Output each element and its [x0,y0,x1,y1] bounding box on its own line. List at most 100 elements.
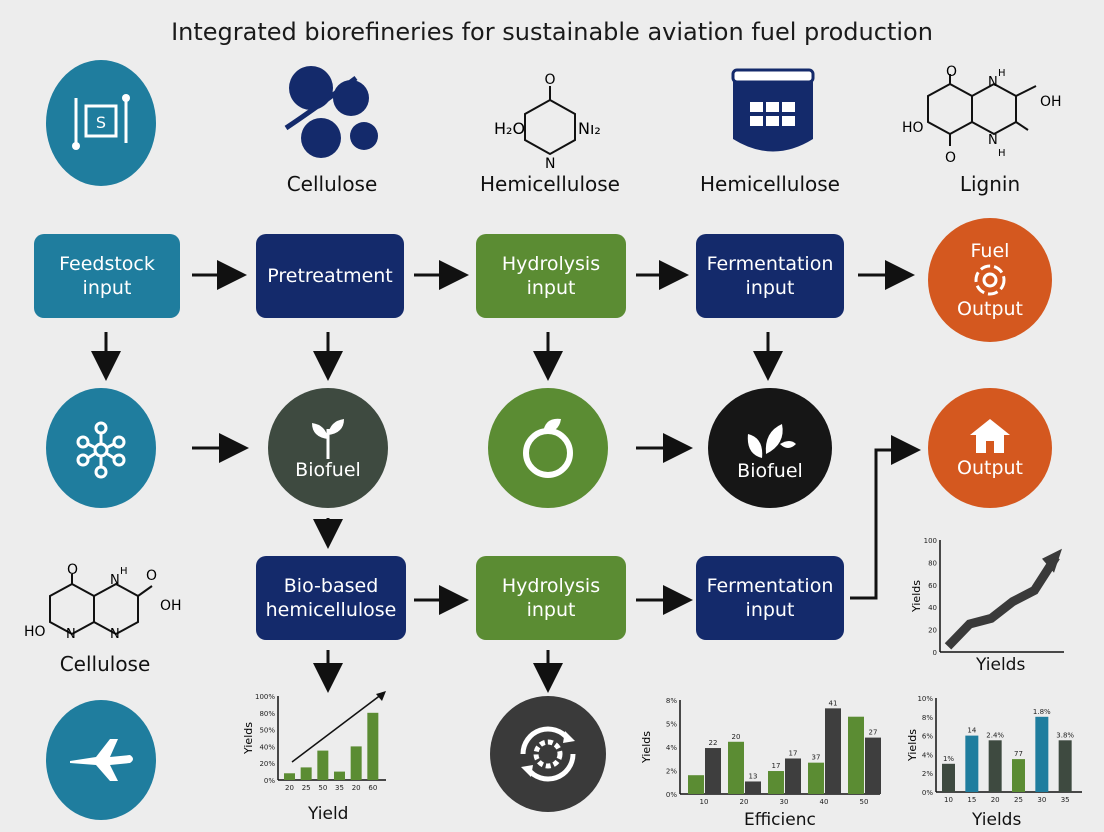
chart2-bar [705,748,721,794]
hydrolysis-input-box: Hydrolysis input [476,234,626,318]
chart2-bar [785,758,801,794]
cel-h: H [120,566,128,577]
chart1-x-tick: 50 [318,784,327,792]
feedstock-input-box: Feedstock input [34,234,180,318]
chart2-y-tick: 8% [666,697,677,705]
chart3-bar [1058,740,1072,792]
chart0-y-tick: 40 [928,604,937,612]
chart2-x-tick: 50 [860,798,869,806]
chart0-y-tick: 100 [924,537,937,545]
fermentation-input-box-2: Fermentation input [696,556,844,640]
chart3-bar [965,735,979,792]
chart2-data-label: 37 [812,754,821,762]
chart2-data-label: 22 [709,739,718,747]
biofuel-circle-1: Biofuel [268,388,388,508]
output-circle: Output [928,388,1052,508]
chart0-y-tick: 20 [928,627,937,635]
sugar-icon: S [46,60,156,186]
chart2-data-label: 27 [869,729,878,737]
recycle-ring-icon [488,388,608,508]
output-label-top: Output [957,298,1023,320]
airplane-icon [46,700,156,820]
chart3-y-tick: 4% [922,751,933,759]
chart3-y-tick: 8% [922,714,933,722]
chart3-xlabel: Yields [972,810,1022,830]
chart0-y-tick: 60 [928,582,937,590]
cel-n2: N [110,627,120,642]
chart2-y-tick: 4% [666,744,677,752]
cel-oh: OH [160,598,182,614]
chart3-bar [942,763,955,792]
chart2-ylabel: Yields [640,731,653,764]
target-icon [974,264,1006,296]
chart1-y-tick: 100% [255,693,275,701]
chart1-xlabel: Yield [308,804,349,824]
mol1-n: Nı₂ [578,119,601,138]
chart3-x-tick: 30 [1037,796,1046,804]
chart2-bar [768,771,784,794]
chart1-bar [350,746,362,780]
chart2-bar [688,775,704,794]
chart1-bar [334,771,345,780]
chart3-x-tick: 20 [991,796,1000,804]
chart3-ylabel: Yields [906,729,919,762]
mol1-n-bottom: N [545,156,555,172]
chart3-x-tick: 35 [1061,796,1070,804]
chart1-y-tick: 0% [264,777,275,785]
chart1-x-tick: 60 [368,784,377,792]
chart2-data-label: 41 [829,699,838,707]
chart2-x-tick: 30 [780,798,789,806]
chart1-trend-arrowhead [376,691,386,701]
chart3-data-label: 1% [943,755,954,763]
cel-ho: HO [24,624,46,640]
chart1-x-tick: 20 [352,784,361,792]
chart1-ylabel: Yields [242,722,255,755]
chart2-x-tick: 20 [740,798,749,806]
lignin-n-bottom: N [988,133,998,148]
lignin-label: Lignin [959,172,1021,196]
chart0-y-tick: 80 [928,559,937,567]
svg-text:S: S [96,113,106,132]
chart3-bar [1012,759,1025,792]
chart2-data-label: 17 [789,749,798,757]
mol1-h2o: H₂O [494,119,525,138]
chart0-arrowhead [1042,548,1062,573]
chart3-y-tick: 10% [917,695,933,703]
mol1-o: O [544,72,555,88]
chart2-data-label: 13 [749,772,758,780]
chart3-data-label: 77 [1014,750,1023,758]
biofuel-circle-2: Biofuel [708,388,832,508]
lignin-ho: HO [902,120,924,136]
lignin-h-top: H [998,68,1006,79]
chart2-bar [808,762,824,794]
arrow-connector [850,435,921,600]
chart3-x-tick: 15 [967,796,976,804]
chart2-x-tick: 10 [700,798,709,806]
chart2-xlabel: Efficienc [744,810,816,830]
leaves-icon [747,424,796,458]
chart2-x-tick: 40 [820,798,829,806]
cel-o-top: O [67,562,78,578]
chart1-y-tick: 80% [259,710,275,718]
chart1-bar [317,750,329,780]
network-icon [46,388,156,508]
chart0-ylabel: Yields [910,580,923,613]
chart2-data-label: 20 [732,733,741,741]
lignin-h-bottom: H [998,148,1006,159]
cellulose-label: Cellulose [286,172,378,196]
chart2-y-tick: 0% [666,791,677,799]
chart2-bar [848,716,864,794]
hydrolysis-input-box-2: Hydrolysis input [476,556,626,640]
chart0-y-tick: 0 [933,649,937,657]
biofuel-label-2: Biofuel [737,460,803,482]
chart1-trend-line [291,693,383,763]
chart3-data-label: 1.8% [1033,708,1051,716]
cellulose-label-bottom: Cellulose [59,652,151,676]
chart3-bar [1035,716,1049,792]
lignin-o-bottom: O [945,150,956,166]
cellulose-structure-icon: O O HO OH N N N H [22,560,202,654]
chart3-bar [988,740,1002,792]
